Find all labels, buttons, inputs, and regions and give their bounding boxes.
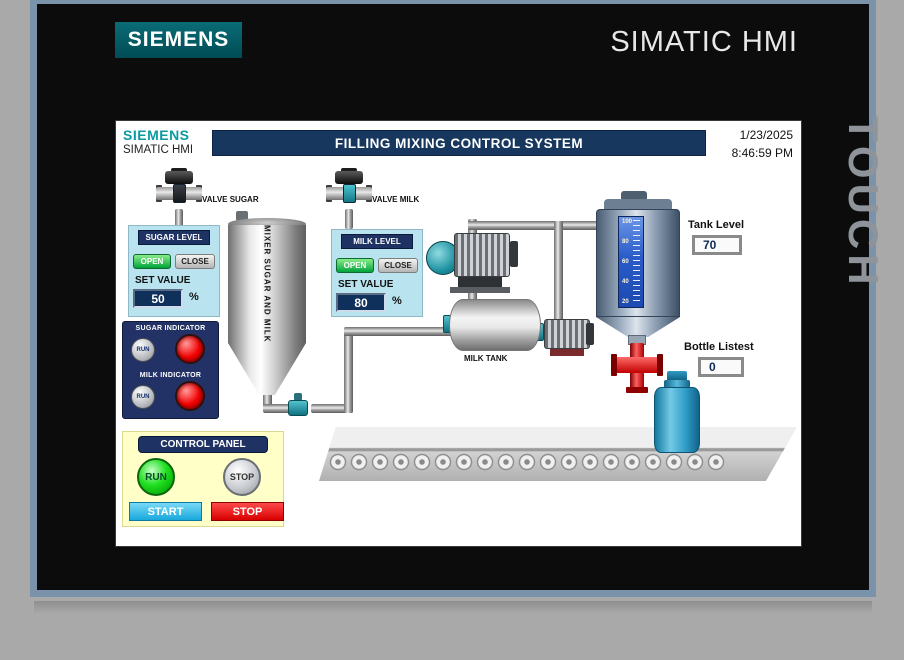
milk-set-value-field[interactable]: 80 bbox=[336, 293, 386, 312]
pump-motor-body bbox=[454, 233, 510, 277]
bottle-count-value: 0 bbox=[698, 357, 744, 377]
pump-foot bbox=[450, 287, 510, 293]
hmi-screen: SIEMENS SIMATIC HMI FILLING MIXING CONTR… bbox=[115, 120, 802, 547]
drain-valve-outlet bbox=[626, 387, 648, 393]
pipe-segment bbox=[554, 221, 563, 321]
drain-valve-flange bbox=[611, 354, 617, 376]
sugar-level-panel: SUGAR LEVEL OPEN CLOSE SET VALUE 50 % bbox=[128, 225, 220, 317]
sugar-indicator-title: SUGAR INDICATOR bbox=[135, 325, 206, 332]
conveyor-rollers bbox=[328, 451, 727, 473]
mixer-tank-body bbox=[228, 225, 306, 343]
bottle-count-label: Bottle Listest bbox=[684, 341, 754, 353]
pipe-segment bbox=[344, 327, 452, 336]
outlet-valve-handle bbox=[294, 393, 302, 401]
sugar-set-value-label: SET VALUE bbox=[135, 275, 191, 286]
gauge-scale-60: 60 bbox=[622, 259, 629, 265]
sugar-unit-label: % bbox=[189, 291, 199, 303]
gauge-scale-40: 40 bbox=[622, 279, 629, 285]
milk-tank bbox=[449, 299, 541, 351]
valve-actuator bbox=[335, 171, 363, 184]
milk-run-indicator: RUN bbox=[131, 385, 155, 409]
storage-tank-lid bbox=[604, 199, 672, 210]
valve-sugar[interactable] bbox=[156, 168, 202, 209]
valve-actuator bbox=[165, 171, 193, 184]
stop-button[interactable]: STOP bbox=[211, 502, 284, 521]
pump-base bbox=[458, 277, 502, 287]
valve-milk-label: VALVE MILK bbox=[372, 195, 420, 204]
storage-tank-cone bbox=[596, 317, 680, 337]
sugar-open-button[interactable]: OPEN bbox=[133, 254, 171, 269]
pump-end-cap bbox=[510, 241, 518, 267]
control-panel: CONTROL PANEL RUN STOP START STOP bbox=[122, 431, 284, 527]
milk-unit-label: % bbox=[392, 295, 402, 307]
stop-pilot-light: STOP bbox=[223, 458, 261, 496]
device-shadow bbox=[34, 601, 872, 614]
pipe-segment bbox=[311, 404, 353, 413]
bottle-neck bbox=[664, 380, 690, 389]
run-pilot-light: RUN bbox=[137, 458, 175, 496]
milk-open-button[interactable]: OPEN bbox=[336, 258, 374, 273]
screen-brand-sub: SIMATIC HMI bbox=[123, 144, 194, 156]
date-display: 1/23/2025 bbox=[739, 128, 793, 142]
pipe-segment bbox=[175, 209, 183, 227]
mixer-tank-label: MIXER SUGAR AND MILK bbox=[262, 225, 272, 343]
milk-status-lamp bbox=[175, 381, 205, 411]
touch-label: TOUCH bbox=[840, 116, 887, 290]
gauge-ticks bbox=[633, 220, 640, 304]
valve-sugar-label: VALVE SUGAR bbox=[202, 195, 259, 204]
pipe-segment bbox=[468, 221, 605, 230]
sugar-run-indicator: RUN bbox=[131, 338, 155, 362]
motor-end-cap bbox=[586, 323, 594, 345]
screen-brand: SIEMENS bbox=[123, 127, 190, 143]
gauge-scale-20: 20 bbox=[622, 299, 629, 305]
sugar-status-lamp bbox=[175, 334, 205, 364]
motor-base bbox=[550, 349, 584, 356]
milk-level-title: MILK LEVEL bbox=[341, 234, 413, 249]
device-model-text: SIMATIC HMI bbox=[610, 26, 798, 58]
tank-level-gauge: 100 80 60 40 20 bbox=[618, 216, 644, 308]
siemens-logo: SIEMENS bbox=[115, 22, 242, 58]
mixer-inlet-fitting bbox=[236, 211, 248, 221]
storage-tank-hatch bbox=[621, 191, 647, 201]
screen-title-banner: FILLING MIXING CONTROL SYSTEM bbox=[212, 130, 706, 156]
valve-center bbox=[173, 184, 186, 203]
valve-center bbox=[343, 184, 356, 203]
bottle-cap bbox=[667, 371, 687, 381]
valve-handle bbox=[171, 168, 187, 172]
pipe-segment bbox=[344, 327, 353, 413]
drain-valve-flange bbox=[657, 354, 663, 376]
tank-level-label: Tank Level bbox=[688, 219, 745, 231]
valve-milk[interactable] bbox=[326, 168, 372, 209]
milk-indicator-title: MILK INDICATOR bbox=[139, 372, 202, 379]
bottle bbox=[654, 387, 700, 453]
mixer-outlet-valve[interactable] bbox=[288, 400, 308, 416]
sugar-level-title: SUGAR LEVEL bbox=[138, 230, 210, 245]
gauge-scale-100: 100 bbox=[622, 219, 633, 225]
pipe-segment bbox=[345, 209, 353, 229]
gauge-scale-80: 80 bbox=[622, 239, 629, 245]
sugar-close-button[interactable]: CLOSE bbox=[175, 254, 215, 269]
tank-level-value: 70 bbox=[692, 235, 742, 255]
milk-level-panel: MILK LEVEL OPEN CLOSE SET VALUE 80 % bbox=[331, 229, 423, 317]
start-button[interactable]: START bbox=[129, 502, 202, 521]
sugar-set-value-field[interactable]: 50 bbox=[133, 289, 183, 308]
time-display: 8:46:59 PM bbox=[731, 146, 793, 160]
indicator-panel: SUGAR INDICATOR RUN MILK INDICATOR RUN bbox=[122, 321, 219, 419]
pipe-segment bbox=[263, 389, 272, 409]
milk-close-button[interactable]: CLOSE bbox=[378, 258, 418, 273]
mixer-tank-cone bbox=[228, 343, 306, 395]
valve-handle bbox=[341, 168, 357, 172]
pipe-segment bbox=[263, 404, 295, 413]
drain-valve-body[interactable] bbox=[615, 357, 659, 373]
motor-body bbox=[544, 319, 590, 349]
milk-set-value-label: SET VALUE bbox=[338, 279, 394, 290]
control-panel-title: CONTROL PANEL bbox=[138, 436, 268, 453]
milk-tank-label: MILK TANK bbox=[464, 354, 508, 363]
